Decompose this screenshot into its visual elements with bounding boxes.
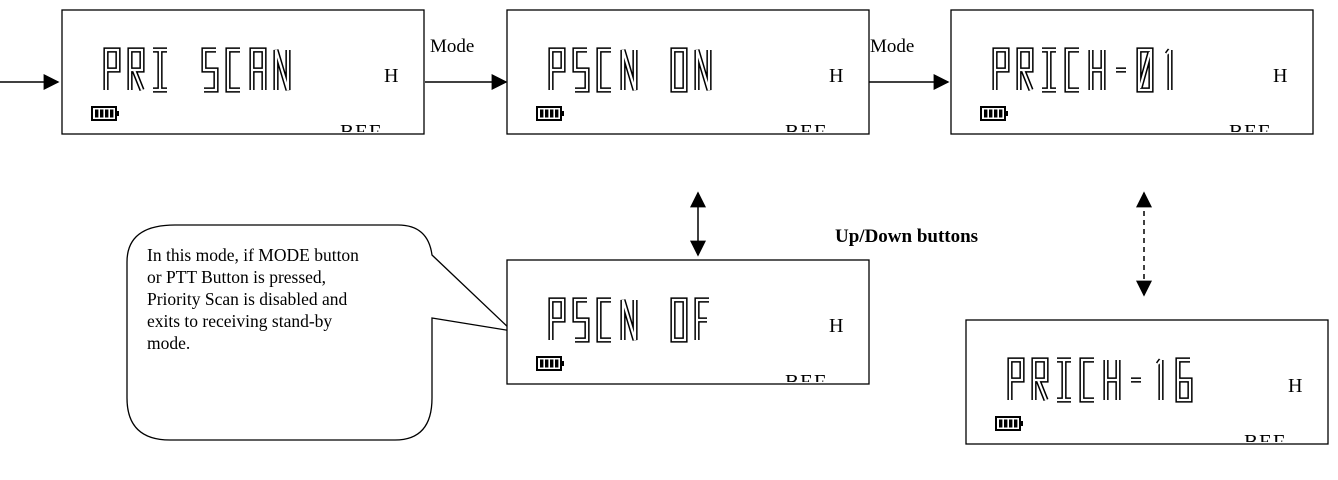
- lcd-frame: [965, 319, 1329, 445]
- callout-line: exits to receiving stand-by: [147, 311, 333, 331]
- lcd-indicator: H: [829, 315, 843, 337]
- mode-label-2: Mode: [870, 36, 914, 57]
- battery-icon: [536, 106, 564, 121]
- lcd-screen-pscn-on: H BEF: [506, 9, 870, 144]
- lcd-segment-text: [548, 47, 712, 93]
- lcd-frame: [506, 9, 870, 135]
- lcd-footer: BEF: [1244, 430, 1286, 454]
- lcd-frame: [506, 259, 870, 385]
- lcd-screen-prich-01: H BEF: [950, 9, 1314, 144]
- lcd-footer: BEF: [1229, 120, 1271, 144]
- callout-line: or PTT Button is pressed,: [147, 267, 327, 287]
- callout-line: In this mode, if MODE button: [147, 245, 359, 265]
- battery-icon: [91, 106, 119, 121]
- lcd-indicator: H: [1288, 375, 1302, 397]
- mode-label-1: Mode: [430, 36, 474, 57]
- callout-line: mode.: [147, 333, 191, 353]
- lcd-frame: [61, 9, 425, 135]
- lcd-indicator: H: [829, 65, 843, 87]
- callout-text: In this mode, if MODE button or PTT Butt…: [147, 244, 407, 354]
- lcd-segment-text: [548, 297, 709, 343]
- lcd-indicator: H: [384, 65, 398, 87]
- lcd-segment-text: [103, 47, 291, 93]
- lcd-frame: [950, 9, 1314, 135]
- lcd-footer: BEF: [785, 370, 827, 394]
- lcd-indicator: H: [1273, 65, 1287, 87]
- lcd-footer: BEF: [785, 120, 827, 144]
- lcd-screen-pscn-off: H BEF: [506, 259, 870, 394]
- lcd-screen-pri-scan: H BEF: [61, 9, 425, 144]
- lcd-footer: BEF: [340, 120, 382, 144]
- battery-icon: [536, 356, 564, 371]
- battery-icon: [980, 106, 1008, 121]
- up-down-label: Up/Down buttons: [835, 226, 978, 247]
- callout-bubble: [126, 224, 514, 441]
- lcd-segment-text: [1007, 357, 1193, 403]
- lcd-segment-text: [992, 47, 1173, 93]
- callout-line: Priority Scan is disabled and: [147, 289, 348, 309]
- battery-icon: [995, 416, 1023, 431]
- lcd-screen-prich-16: H BEF: [965, 319, 1329, 454]
